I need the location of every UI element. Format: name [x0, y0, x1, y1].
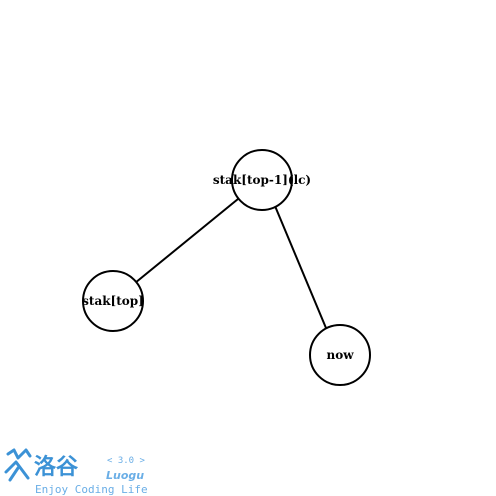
node-now-label: now — [326, 348, 354, 362]
luogu-name-en: Luogu — [106, 469, 144, 482]
node-now: now — [309, 324, 371, 386]
node-stak-top-label: stak[top] — [82, 294, 144, 308]
luogu-slogan: Enjoy Coding Life — [35, 483, 148, 496]
edge-root-to-now — [274, 205, 327, 329]
node-now-circle — [309, 324, 371, 386]
node-stak-top: stak[top] — [82, 270, 144, 332]
node-root-label: stak[top-1](lc) — [213, 173, 311, 187]
luogu-name-zh: 洛谷 — [34, 454, 79, 480]
node-root-circle — [231, 149, 293, 211]
edge-root-to-stak-top — [134, 198, 239, 284]
luogu-logo-icon — [4, 448, 32, 482]
luogu-watermark: 洛谷 < 3.0 > Luogu Enjoy Coding Life — [4, 448, 148, 496]
node-stak-top-circle — [82, 270, 144, 332]
node-root: stak[top-1](lc) — [213, 149, 311, 211]
luogu-version: < 3.0 > — [107, 456, 146, 466]
